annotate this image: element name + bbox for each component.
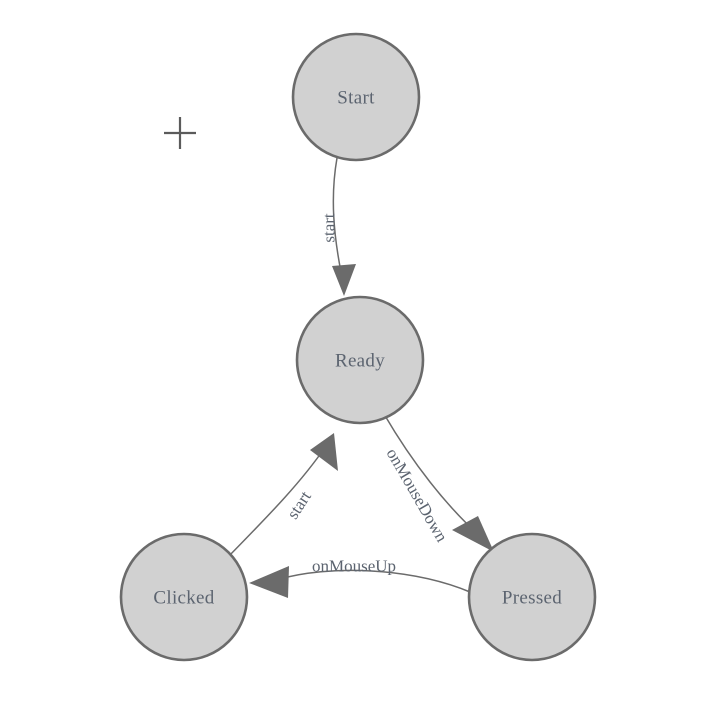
edge-clicked-to-ready[interactable]: start bbox=[227, 433, 338, 558]
edge-label-clicked-to-ready: start bbox=[283, 487, 315, 522]
edge-label-start-to-ready: start bbox=[320, 213, 339, 243]
node-circle-clicked[interactable] bbox=[119, 532, 249, 662]
node-ready[interactable]: Ready bbox=[295, 295, 425, 425]
node-label-start: Start bbox=[337, 88, 375, 109]
node-clicked[interactable]: Clicked bbox=[119, 532, 249, 662]
arrowhead-pressed-to-clicked bbox=[249, 566, 289, 598]
node-label-clicked: Clicked bbox=[153, 588, 214, 609]
node-circle-pressed[interactable] bbox=[467, 532, 597, 662]
edge-path-pressed-to-clicked[interactable] bbox=[275, 569, 471, 593]
node-pressed[interactable]: Pressed bbox=[467, 532, 597, 662]
edge-ready-to-pressed[interactable]: onMouseDown bbox=[383, 413, 494, 552]
edge-label-pressed-to-clicked: onMouseUp bbox=[312, 557, 396, 576]
edge-pressed-to-clicked[interactable]: onMouseUp bbox=[249, 557, 471, 599]
node-label-pressed: Pressed bbox=[502, 588, 562, 609]
node-circle-ready[interactable] bbox=[295, 295, 425, 425]
edge-start-to-ready[interactable]: start bbox=[320, 157, 357, 296]
node-start[interactable]: Start bbox=[291, 32, 421, 162]
arrowhead-clicked-to-ready bbox=[310, 433, 338, 471]
node-circle-start[interactable] bbox=[291, 32, 421, 162]
node-label-ready: Ready bbox=[335, 351, 385, 372]
crosshair-cursor-icon bbox=[164, 117, 196, 149]
arrowhead-ready-to-pressed bbox=[452, 516, 494, 552]
arrowhead-start-to-ready bbox=[332, 264, 356, 296]
edge-path-clicked-to-ready[interactable] bbox=[227, 445, 327, 558]
edge-path-start-to-ready[interactable] bbox=[332, 157, 342, 273]
